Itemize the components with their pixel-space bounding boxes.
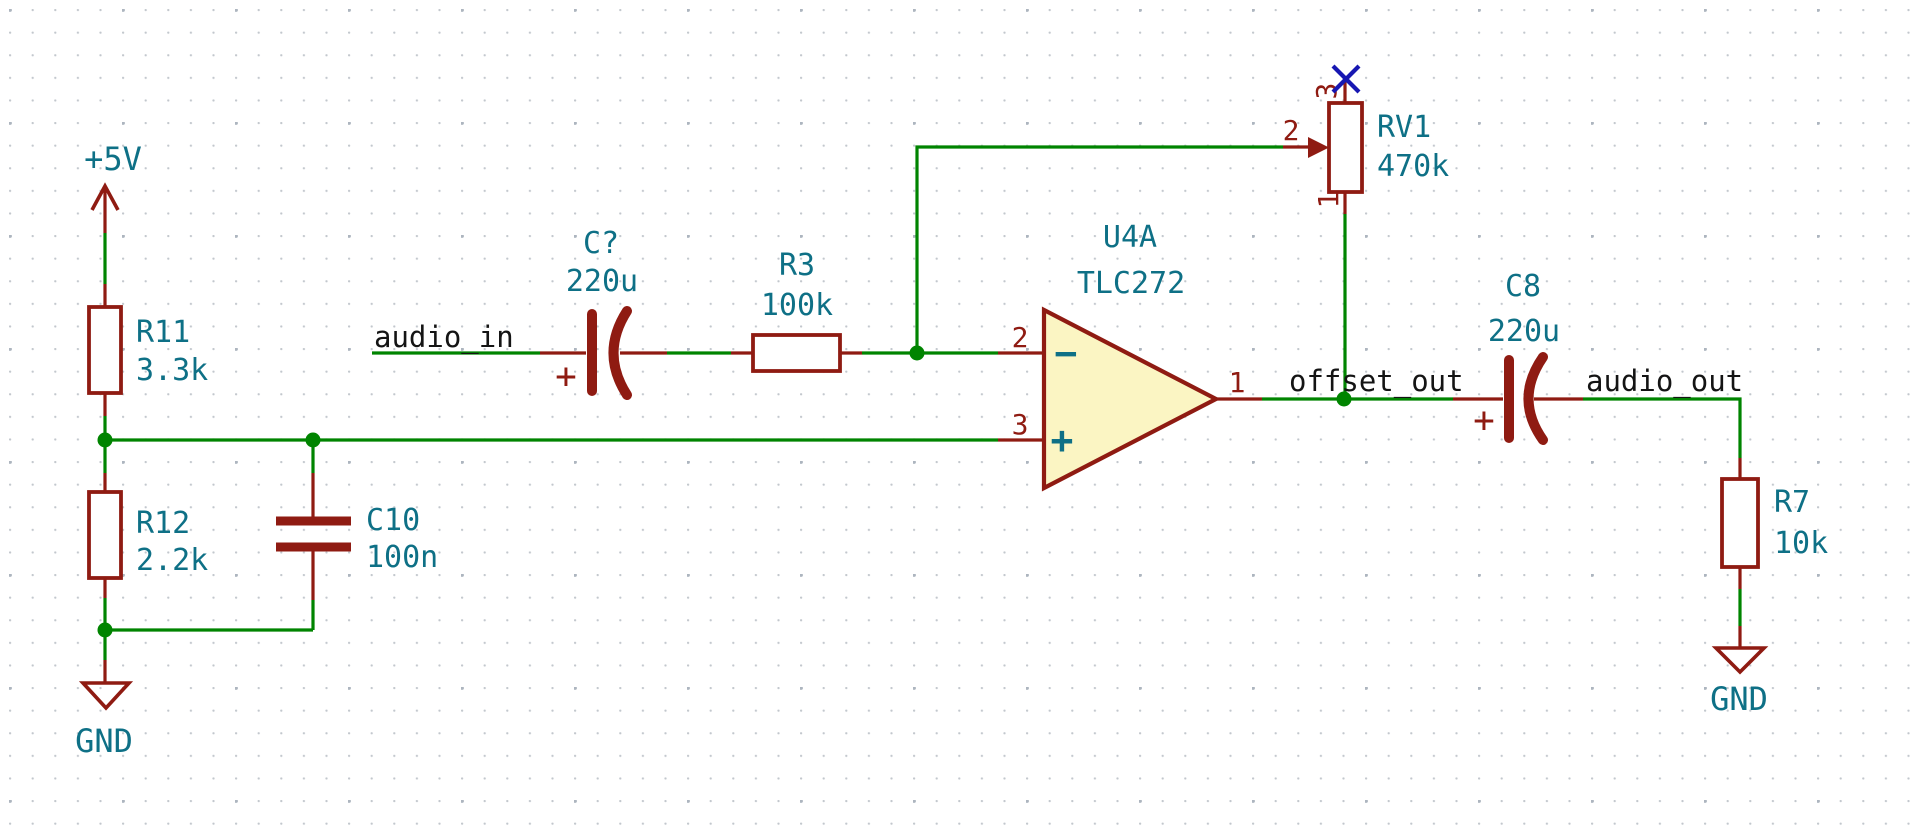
net-label-offset-out[interactable]: offset_out <box>1289 364 1464 399</box>
r12-ref[interactable]: R12 <box>136 506 190 541</box>
r3-body <box>751 333 842 373</box>
r3-value[interactable]: 100k <box>761 288 833 323</box>
gnd-left-triangle-icon <box>78 681 134 711</box>
r11-ref[interactable]: R11 <box>136 315 190 350</box>
junction-c10-top <box>305 432 321 448</box>
gnd-right-triangle-icon <box>1711 646 1769 675</box>
capacitor-cin[interactable]: + C? 220u <box>540 226 667 400</box>
opamp-inverting-sign: − <box>1055 331 1078 375</box>
resistor-r3[interactable]: R3 100k <box>731 248 862 373</box>
opamp-noninverting-sign: + <box>1051 418 1074 462</box>
rv1-value[interactable]: 470k <box>1377 149 1449 184</box>
r12-body <box>87 490 123 580</box>
gnd-right-label: GND <box>1710 680 1768 718</box>
rv1-pin3-number: 3 <box>1310 83 1343 100</box>
opamp-value[interactable]: TLC272 <box>1077 266 1185 301</box>
potentiometer-rv1[interactable]: 2 3 1 RV1 470k <box>1283 80 1450 214</box>
no-connect-x-icon[interactable] <box>1331 64 1361 94</box>
wire-c8-to-r7[interactable] <box>1583 397 1742 458</box>
cin-plate-curved <box>608 306 632 400</box>
resistor-r7[interactable]: R7 10k <box>1720 458 1828 589</box>
capacitor-c10[interactable]: C10 100n <box>276 473 438 600</box>
junction-r11-r12 <box>97 432 113 448</box>
r11-value[interactable]: 3.3k <box>136 353 208 388</box>
rv1-pin2-number: 2 <box>1283 114 1300 147</box>
wire-junctions <box>97 345 1352 638</box>
plus5v-label: +5V <box>84 140 142 178</box>
rv1-body <box>1327 101 1364 194</box>
rv1-wiper-arrow-icon <box>1308 137 1329 158</box>
junction-gnd-c10 <box>97 622 113 638</box>
resistor-r11[interactable]: R11 3.3k <box>87 284 208 416</box>
opamp-ref[interactable]: U4A <box>1103 220 1157 255</box>
c8-ref[interactable]: C8 <box>1505 269 1541 304</box>
net-label-audio-in[interactable]: audio_in <box>374 320 514 355</box>
rv1-ref[interactable]: RV1 <box>1377 110 1431 145</box>
opamp-triangle-body <box>1041 306 1221 492</box>
c8-polarity-plus: + <box>1473 400 1495 441</box>
c8-plate-curved <box>1523 352 1548 445</box>
opamp-pin2-number: 2 <box>1012 321 1029 354</box>
r11-body <box>87 305 123 395</box>
c10-value[interactable]: 100n <box>366 540 438 575</box>
opamp-pin3-number: 3 <box>1012 408 1029 441</box>
r7-body <box>1720 477 1760 569</box>
cin-ref[interactable]: C? <box>583 226 619 261</box>
capacitor-c8[interactable]: + C8 220u <box>1453 269 1583 445</box>
cin-value[interactable]: 220u <box>566 264 638 299</box>
gnd-left-label: GND <box>75 722 133 760</box>
net-label-audio-out[interactable]: audio_out <box>1586 364 1743 399</box>
opamp-pins <box>998 351 1262 442</box>
resistor-r12[interactable]: R12 2.2k <box>87 473 208 598</box>
power-symbol-gnd-left[interactable]: GND <box>75 660 134 760</box>
plus5v-arrow-icon <box>90 182 120 211</box>
r7-ref[interactable]: R7 <box>1774 485 1810 520</box>
cin-polarity-plus: + <box>555 356 577 397</box>
opamp-u4a[interactable]: − + 2 3 1 U4A TLC272 <box>998 220 1262 492</box>
power-symbol-gnd-right[interactable]: GND <box>1710 626 1769 718</box>
r12-value[interactable]: 2.2k <box>136 543 208 578</box>
junction-offset-out <box>1336 391 1352 407</box>
c8-value[interactable]: 220u <box>1488 314 1560 349</box>
power-symbol-plus5v[interactable]: +5V <box>84 140 142 233</box>
r3-ref[interactable]: R3 <box>779 248 815 283</box>
c10-ref[interactable]: C10 <box>366 503 420 538</box>
rv1-pin1-number: 1 <box>1312 192 1345 209</box>
opamp-pin1-number: 1 <box>1229 366 1246 399</box>
r7-value[interactable]: 10k <box>1774 526 1828 561</box>
rv1-pins <box>1283 80 1347 214</box>
wire-feedback-to-rv1[interactable] <box>915 145 1283 353</box>
junction-feedback <box>909 345 925 361</box>
